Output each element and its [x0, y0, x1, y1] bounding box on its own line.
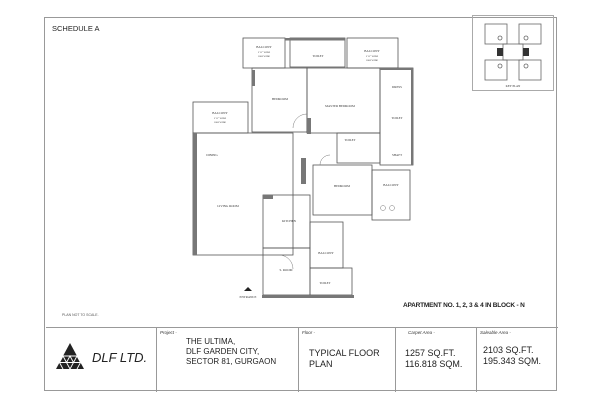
- room-label-master-bedroom: MASTER BEDROOM: [325, 104, 355, 108]
- project-line: SECTOR 81, GURGAON: [186, 357, 277, 366]
- room-dim-mm: 1800 WIDE: [258, 55, 271, 58]
- schedule-title: SCHEDULE A: [52, 24, 100, 33]
- project-line: DLF GARDEN CITY,: [186, 347, 260, 356]
- carpet-area-sqm: 116.818 SQM.: [405, 359, 463, 369]
- apartment-info: APARTMENT NO. 1, 2, 3 & 4 IN BLOCK - N: [403, 302, 525, 309]
- project-cell: Project - THE ULTIMA, DLF GARDEN CITY, S…: [157, 328, 299, 392]
- room-label-bedroom: BEDROOM: [334, 184, 350, 188]
- saleable-area-sqft: 2103 SQ.FT.: [483, 345, 534, 355]
- entrance-arrow-icon: [244, 287, 252, 291]
- room-label-toilet: TOILET: [312, 54, 323, 58]
- title-block: DLF LTD. Project - THE ULTIMA, DLF GARDE…: [46, 327, 558, 392]
- floor-line: TYPICAL FLOOR: [309, 348, 380, 358]
- key-plan-label: KEY PLAN: [506, 84, 521, 88]
- company-cell: DLF LTD.: [46, 328, 157, 392]
- room-dim: 5'11" WIDE: [258, 51, 271, 54]
- carpet-area-sqft: 1257 SQ.FT.: [405, 348, 456, 358]
- room-label-dining: DINING: [206, 153, 218, 157]
- dlf-logo-icon: [56, 343, 84, 370]
- floor-line: PLAN: [309, 359, 333, 369]
- floor-label: Floor -: [302, 330, 316, 335]
- dining-living: [192, 132, 294, 256]
- room-label-shaft: SHAFT: [392, 153, 402, 157]
- room-label-toilet: TOILET: [319, 281, 330, 285]
- room-label-s-room: S. ROOM: [280, 268, 293, 272]
- saleable-area-cell: Saleable Area - 2103 SQ.FT. 195.343 SQM.: [477, 328, 558, 392]
- toilet-middle: [336, 132, 381, 164]
- room-label-balcony: BALCONY: [364, 49, 380, 53]
- key-plan: KEY PLAN: [472, 15, 554, 91]
- room-label-balcony: BALCONY: [318, 251, 334, 255]
- key-plan-drawing: KEY PLAN: [484, 23, 542, 88]
- scale-note: PLAN NOT TO SCALE.: [62, 313, 99, 317]
- bedroom-2: [312, 164, 373, 216]
- project-label: Project -: [160, 330, 177, 335]
- balcony-small: [309, 221, 344, 269]
- room-label-dress: DRESS: [392, 85, 402, 89]
- room-label-toilet: TOILET: [391, 116, 402, 120]
- saleable-area-label: Saleable Area -: [480, 330, 511, 335]
- entrance-label: ENTRANCE: [240, 295, 257, 299]
- room-dim-mm: 1800 WIDE: [366, 59, 379, 62]
- saleable-area-sqm: 195.343 SQM.: [483, 356, 542, 366]
- room-label-kitchen: KITCHEN: [282, 219, 297, 223]
- room-dim-mm: 1800 WIDE: [214, 121, 227, 124]
- company-name: DLF LTD.: [92, 350, 148, 365]
- floor-cell: Floor - TYPICAL FLOOR PLAN: [299, 328, 396, 392]
- carpet-area-cell: Carpet Area - 1257 SQ.FT. 116.818 SQM.: [396, 328, 477, 392]
- room-label-balcony: BALCONY: [256, 45, 272, 49]
- room-label-toilet: TOILET: [344, 138, 355, 142]
- floor-plan: BALCONY 5'11" WIDE 1800 WIDE TOILET BALC…: [192, 37, 414, 299]
- toilet-top: [289, 37, 346, 68]
- room-label-living-room: LIVING ROOM: [217, 204, 239, 208]
- balcony-top-right: [346, 37, 399, 69]
- master-bedroom: [306, 67, 381, 134]
- room-dim: 5'11" WIDE: [366, 55, 379, 58]
- toilet-small: [309, 267, 353, 296]
- room-label-balcony: BALCONY: [383, 183, 399, 187]
- room-dim: 5'11" WIDE: [214, 117, 227, 120]
- carpet-area-label: Carpet Area -: [408, 330, 435, 335]
- drawing-frame: [44, 17, 557, 391]
- project-line: THE ULTIMA,: [186, 337, 236, 346]
- room-label-balcony: BALCONY: [212, 111, 228, 115]
- room-label-bedroom: BEDROOM: [272, 97, 288, 101]
- balcony-right: [371, 169, 411, 221]
